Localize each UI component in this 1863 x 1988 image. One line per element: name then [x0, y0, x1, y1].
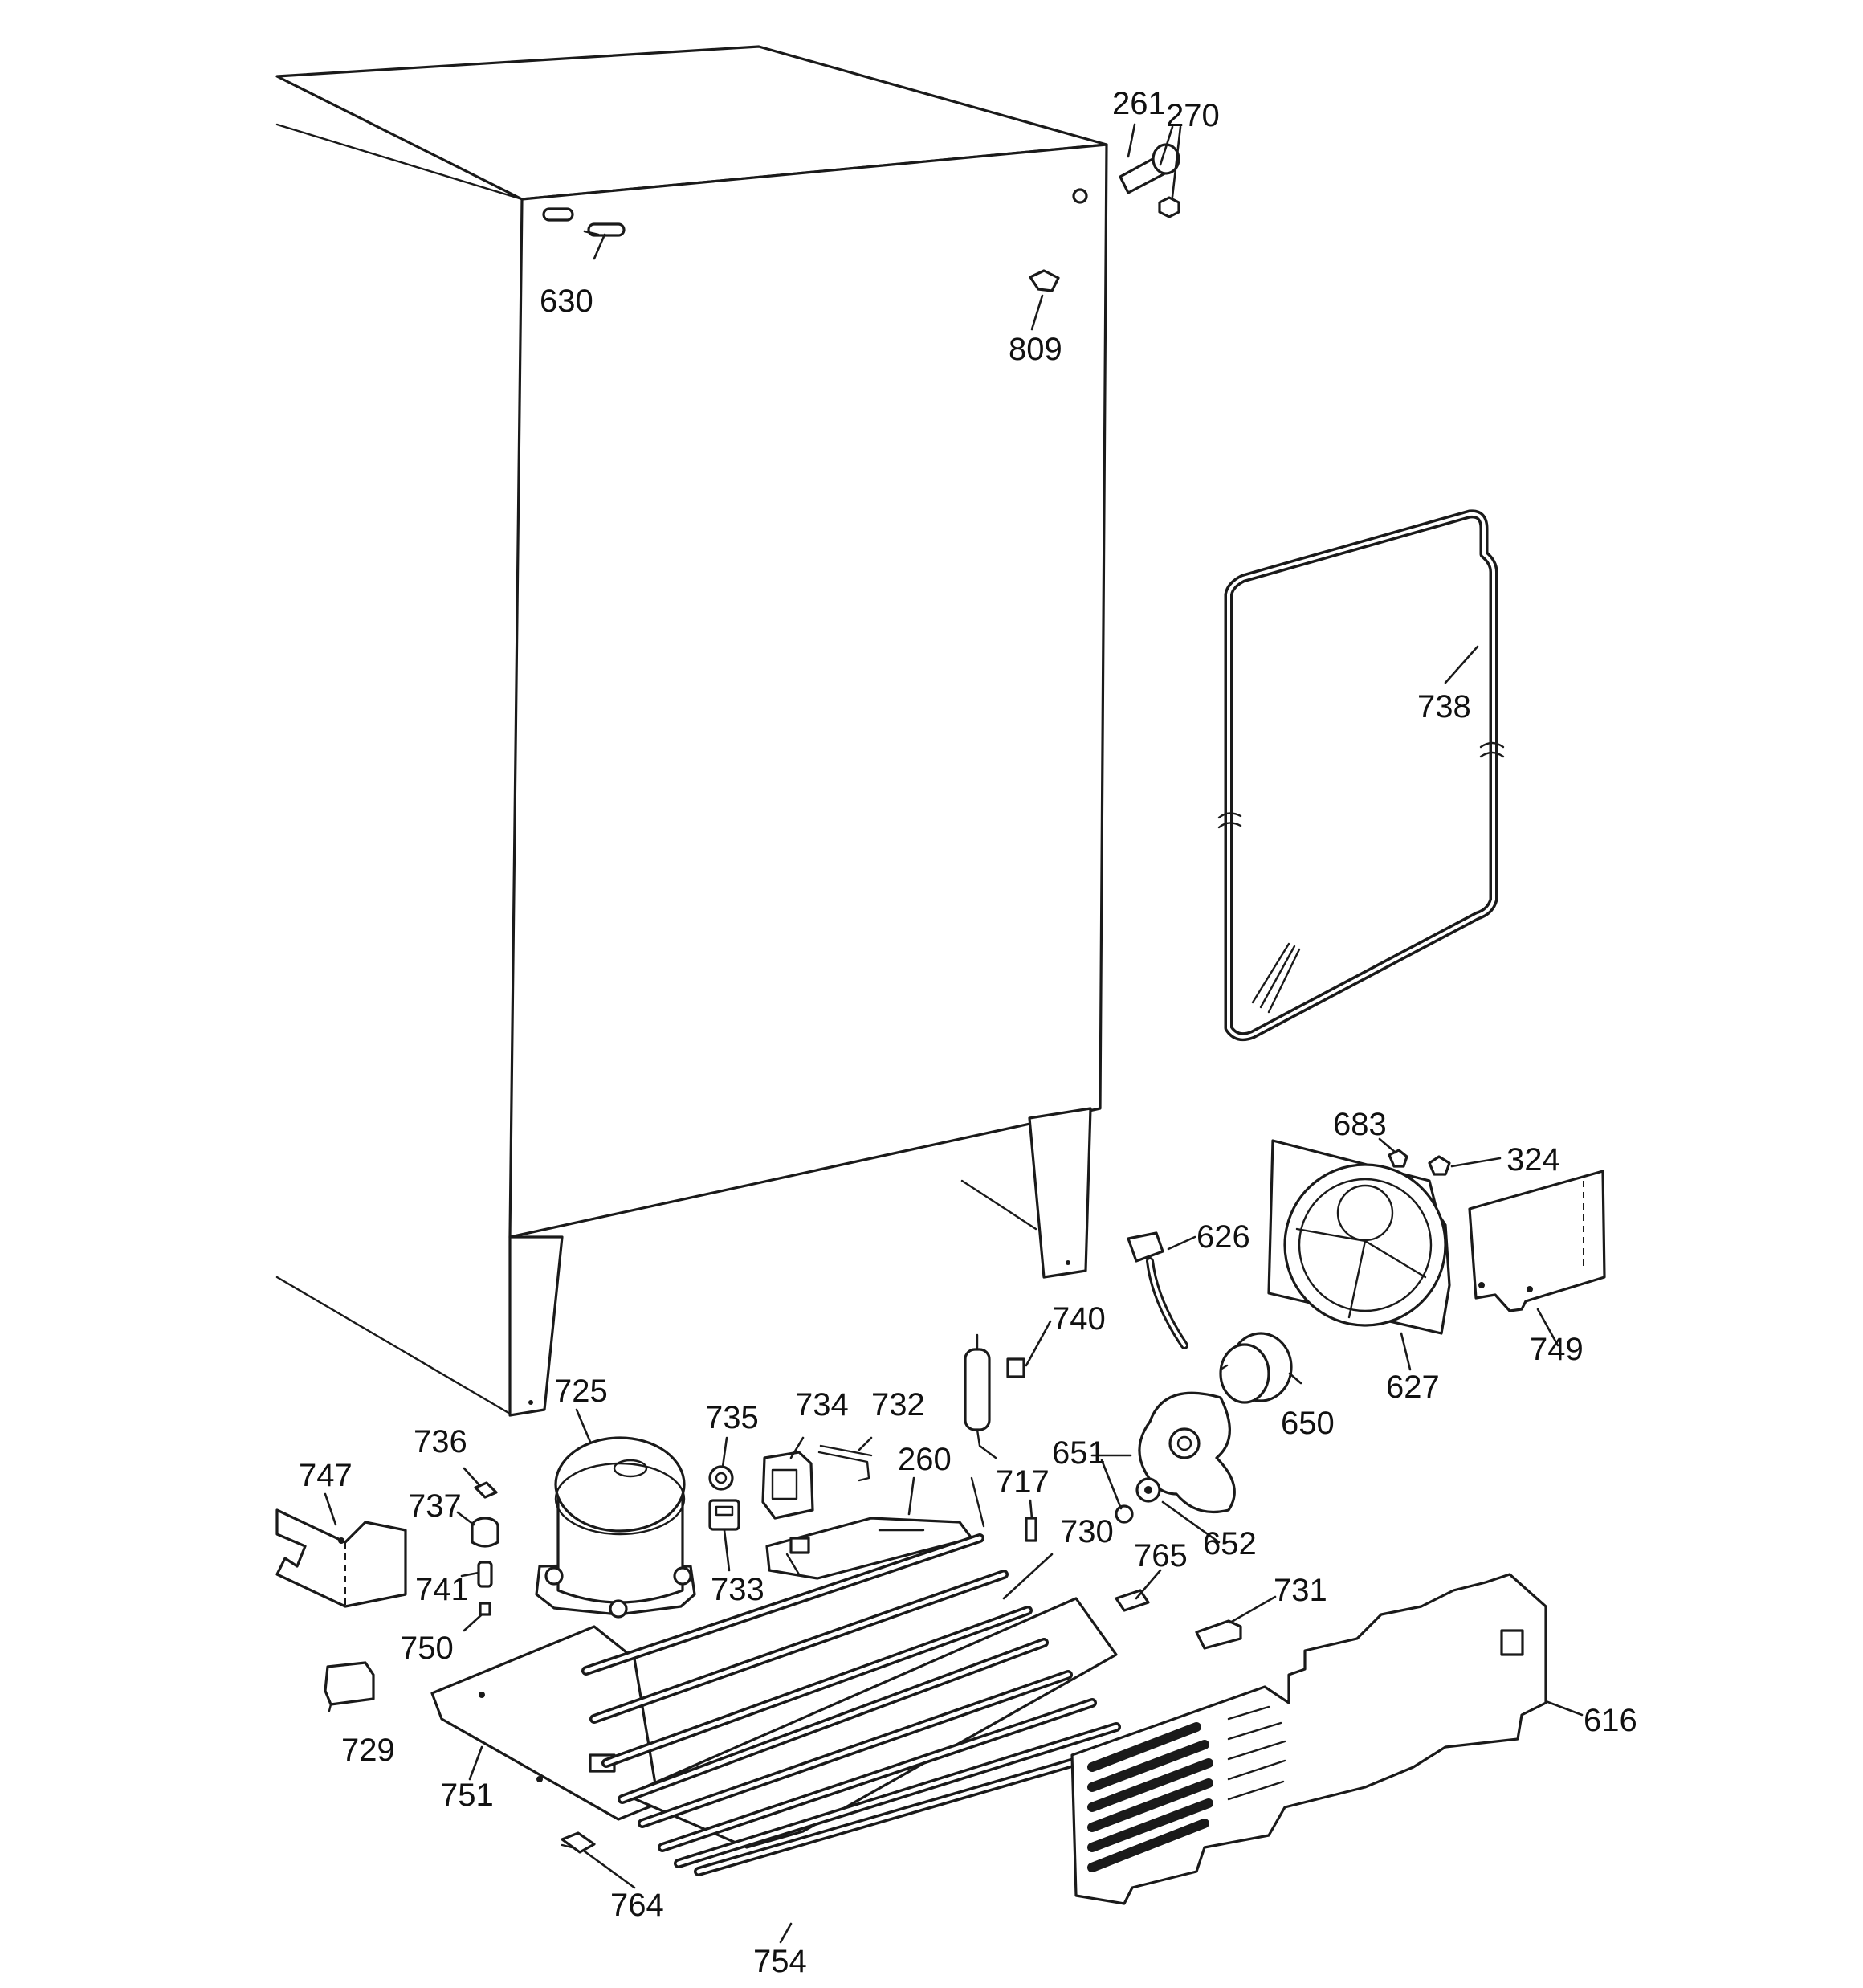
- callout-652: 652: [1203, 1526, 1257, 1561]
- callout-260: 260: [898, 1442, 952, 1477]
- drier-740: [964, 1333, 1025, 1459]
- part-717: [1025, 1517, 1037, 1542]
- back-grille-616: [1070, 1573, 1547, 1905]
- callout-616: 616: [1584, 1703, 1637, 1738]
- callout-729: 729: [341, 1733, 395, 1768]
- callout-626: 626: [1196, 1219, 1250, 1255]
- cover-734: [761, 1451, 814, 1520]
- clip-809: [1029, 269, 1060, 292]
- callout-754: 754: [753, 1944, 807, 1979]
- condenser-coil-730: [581, 1476, 1145, 1876]
- callout-741: 741: [415, 1572, 469, 1607]
- callout-650: 650: [1281, 1406, 1335, 1441]
- callout-734: 734: [795, 1387, 849, 1423]
- power-cord-626: [1127, 1231, 1188, 1349]
- screw-324: [1428, 1155, 1451, 1176]
- compressor-725: [535, 1436, 696, 1619]
- callout-683: 683: [1333, 1107, 1387, 1142]
- callout-627: 627: [1386, 1370, 1440, 1405]
- callout-labels: 261 270 630 809 738 683 324 626 627 749 …: [299, 86, 1637, 1979]
- bracket-747: [275, 1508, 407, 1608]
- grommet-735: [708, 1465, 734, 1491]
- screw-270: [1158, 196, 1180, 218]
- callout-749: 749: [1530, 1332, 1584, 1367]
- callout-747: 747: [299, 1458, 353, 1493]
- grille-slots: [1087, 1705, 1286, 1872]
- callout-751: 751: [440, 1778, 494, 1813]
- bracket-731: [1195, 1619, 1242, 1650]
- screw-683: [1388, 1149, 1408, 1168]
- callout-651: 651: [1052, 1435, 1106, 1471]
- callout-765: 765: [1134, 1538, 1188, 1574]
- capacitor-729: [324, 1661, 375, 1712]
- callout-261: 261: [1112, 86, 1166, 121]
- fan-blade-651: [1138, 1391, 1236, 1514]
- nut-651: [1115, 1504, 1134, 1524]
- screw-750: [479, 1602, 491, 1616]
- callout-730: 730: [1060, 1514, 1114, 1549]
- callout-732: 732: [871, 1387, 925, 1423]
- callout-750: 750: [400, 1631, 454, 1666]
- callout-809: 809: [1009, 332, 1062, 367]
- part-737: [471, 1517, 499, 1548]
- relay-733: [708, 1499, 740, 1531]
- callout-725: 725: [554, 1374, 608, 1409]
- washer-652: [1135, 1477, 1161, 1503]
- fan-shroud-627: [1267, 1139, 1451, 1335]
- callout-738: 738: [1417, 689, 1471, 725]
- callout-324: 324: [1506, 1142, 1560, 1178]
- callout-736: 736: [414, 1424, 467, 1459]
- callout-764: 764: [610, 1888, 664, 1923]
- callout-270: 270: [1166, 98, 1220, 133]
- cover-749: [1468, 1170, 1606, 1312]
- leader-lines: [324, 123, 1584, 1944]
- clip-732: [817, 1444, 873, 1482]
- part-741: [477, 1561, 493, 1588]
- callout-717: 717: [996, 1464, 1050, 1500]
- callout-733: 733: [711, 1572, 764, 1607]
- cabinet: [275, 45, 1108, 1417]
- fan-motor-650: [1219, 1332, 1293, 1404]
- clip-765: [1115, 1589, 1150, 1612]
- heater-loop-738: [1217, 509, 1505, 1042]
- callout-740: 740: [1052, 1301, 1106, 1337]
- clip-764: [561, 1831, 596, 1854]
- callout-735: 735: [705, 1400, 759, 1435]
- callout-630: 630: [540, 284, 593, 319]
- callout-737: 737: [408, 1488, 462, 1524]
- callout-731: 731: [1274, 1573, 1327, 1608]
